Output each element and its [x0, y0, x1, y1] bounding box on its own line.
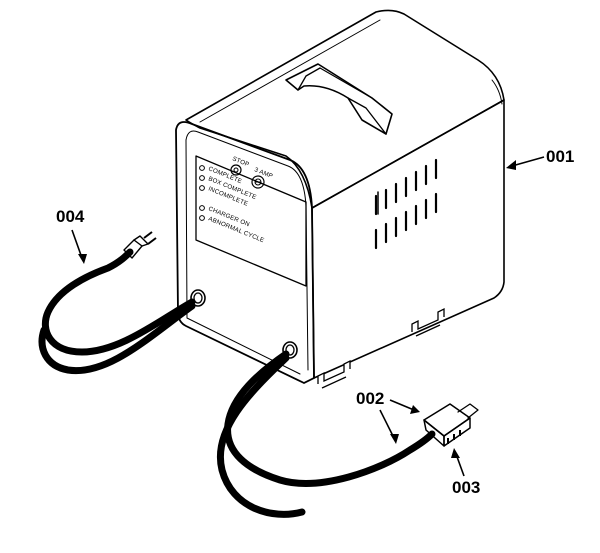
mounting-feet — [317, 307, 445, 389]
cord-grommets — [190, 289, 298, 359]
amp-label: 3 AMP — [253, 166, 273, 180]
stop-label: STOP — [231, 155, 250, 168]
arrow-icon — [410, 405, 420, 414]
control-label-panel: STOP 3 AMP COMPLETE BOX COMPLETE INCOMPL… — [195, 155, 307, 287]
arrow-icon — [451, 448, 460, 458]
callout-002-label: 002 — [356, 389, 384, 408]
stop-button-icon[interactable] — [230, 164, 242, 176]
vent-louvers — [374, 158, 438, 250]
callout-004-label: 004 — [56, 207, 85, 226]
arrow-icon — [78, 254, 87, 264]
carry-handle — [285, 63, 393, 135]
lamp-charger-on-icon — [199, 205, 205, 211]
lamp-incomplete-icon — [199, 185, 205, 191]
lamp-box-complete-icon — [199, 175, 205, 181]
callout-004: 004 — [56, 207, 87, 264]
callout-002: 002 — [356, 389, 420, 444]
dc-connector-icon — [423, 403, 479, 447]
arrow-icon — [506, 160, 516, 170]
dc-output-cord — [217, 350, 436, 518]
callout-001-label: 001 — [546, 147, 574, 166]
ac-power-cord — [38, 248, 196, 375]
charger-housing — [175, 9, 505, 384]
callout-003-label: 003 — [452, 478, 480, 497]
ac-plug-icon — [123, 231, 157, 259]
lamp-abnormal-cycle-icon — [199, 215, 205, 221]
fuse-holder-icon[interactable] — [251, 175, 265, 189]
arrow-icon — [390, 434, 399, 444]
lamp-complete-icon — [199, 165, 205, 171]
callout-003: 003 — [451, 448, 480, 497]
callout-001: 001 — [506, 147, 574, 170]
